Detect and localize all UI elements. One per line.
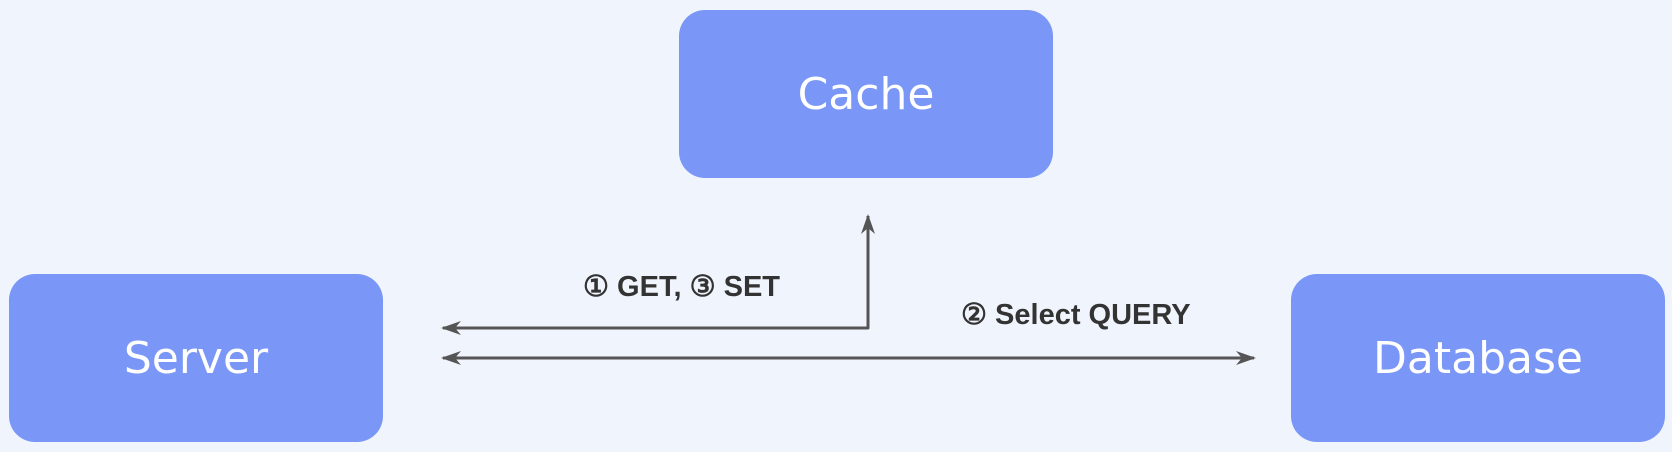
edge-label-get-set: ① GET, ③ SET: [583, 271, 781, 303]
edge-label-select-query: ② Select QUERY: [961, 299, 1191, 331]
server-node-label: Server: [123, 332, 269, 384]
database-node-label: Database: [1373, 332, 1583, 384]
database-node[interactable]: Database: [1291, 274, 1665, 442]
cache-node-label: Cache: [797, 68, 935, 120]
server-node[interactable]: Server: [9, 274, 383, 442]
cache-node[interactable]: Cache: [679, 10, 1053, 178]
edge-server-cache: [441, 214, 875, 335]
